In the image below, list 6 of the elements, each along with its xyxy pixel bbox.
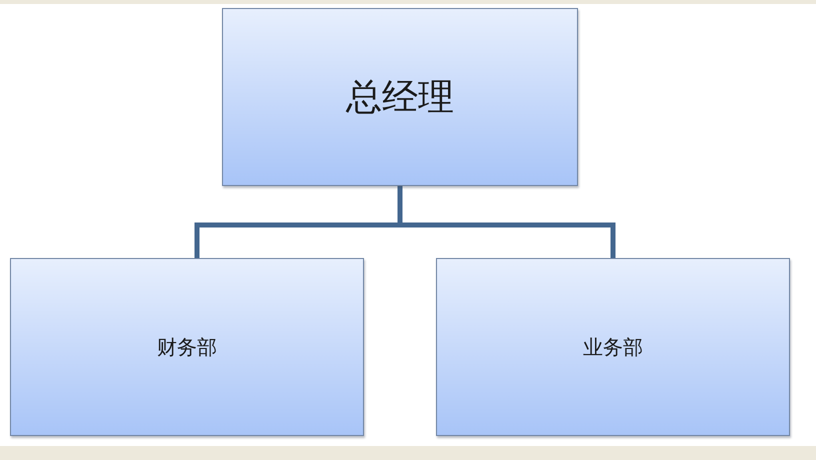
org-chart-box [222, 8, 578, 186]
box-title: 总经理 [346, 76, 454, 120]
org-chart-box [436, 258, 790, 436]
box-title: 财务部 [157, 334, 217, 360]
org-chart-box [10, 258, 364, 436]
box-title: 业务部 [583, 334, 643, 360]
